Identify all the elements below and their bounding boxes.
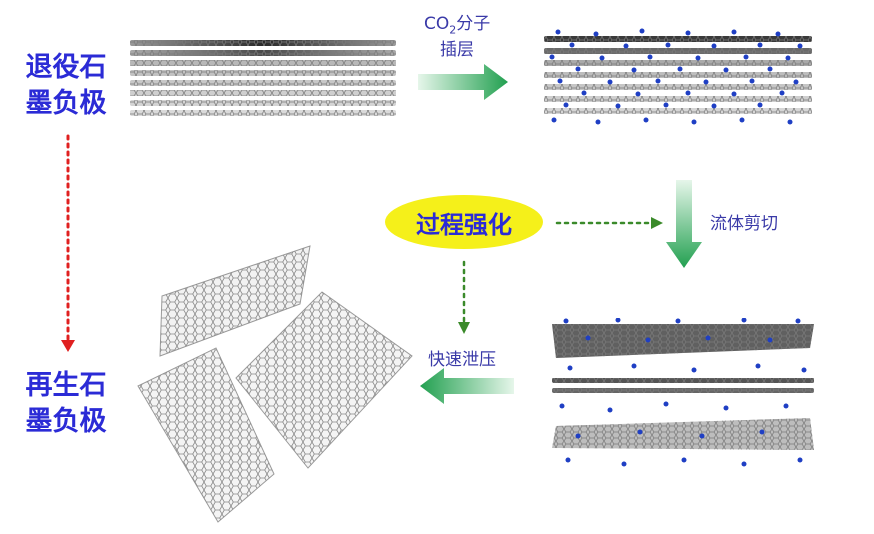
green-arrow-left	[420, 368, 514, 404]
green-arrow-down	[666, 180, 702, 268]
co2-subscript: 2	[449, 23, 457, 37]
retired-label-line2: 墨负极	[25, 88, 107, 119]
retired-label-line1: 退役石	[25, 52, 107, 83]
intercalation-label: 插层	[440, 40, 474, 60]
regenerated-label-line1: 再生石	[25, 370, 107, 401]
co2-molecules-top	[549, 28, 803, 125]
co2-molecules-bottom	[559, 318, 807, 467]
co2-label: CO2分子	[424, 14, 544, 40]
co2-suffix: 分子	[456, 14, 491, 34]
green-arrow-right	[418, 64, 508, 100]
process-intensification-label: 过程强化	[416, 210, 512, 239]
red-dotted-arrow	[61, 134, 75, 352]
co2-main: CO	[424, 14, 450, 34]
regenerated-graphite-label: 再生石 墨负极	[16, 368, 116, 440]
green-dotted-arrow-right	[555, 217, 663, 229]
regenerated-label-line2: 墨负极	[25, 406, 107, 437]
graphite-stack-intercalated	[544, 28, 812, 125]
retired-graphite-label: 退役石 墨负极	[16, 50, 116, 122]
rapid-release-label: 快速泄压	[428, 350, 496, 370]
graphite-stack-sheared	[552, 318, 814, 467]
fluid-shear-label: 流体剪切	[710, 214, 778, 234]
graphene-sheets	[137, 245, 413, 523]
graphite-stack-top-left	[130, 40, 396, 116]
process-ellipse	[385, 195, 543, 249]
green-dotted-arrow-down	[458, 260, 470, 334]
